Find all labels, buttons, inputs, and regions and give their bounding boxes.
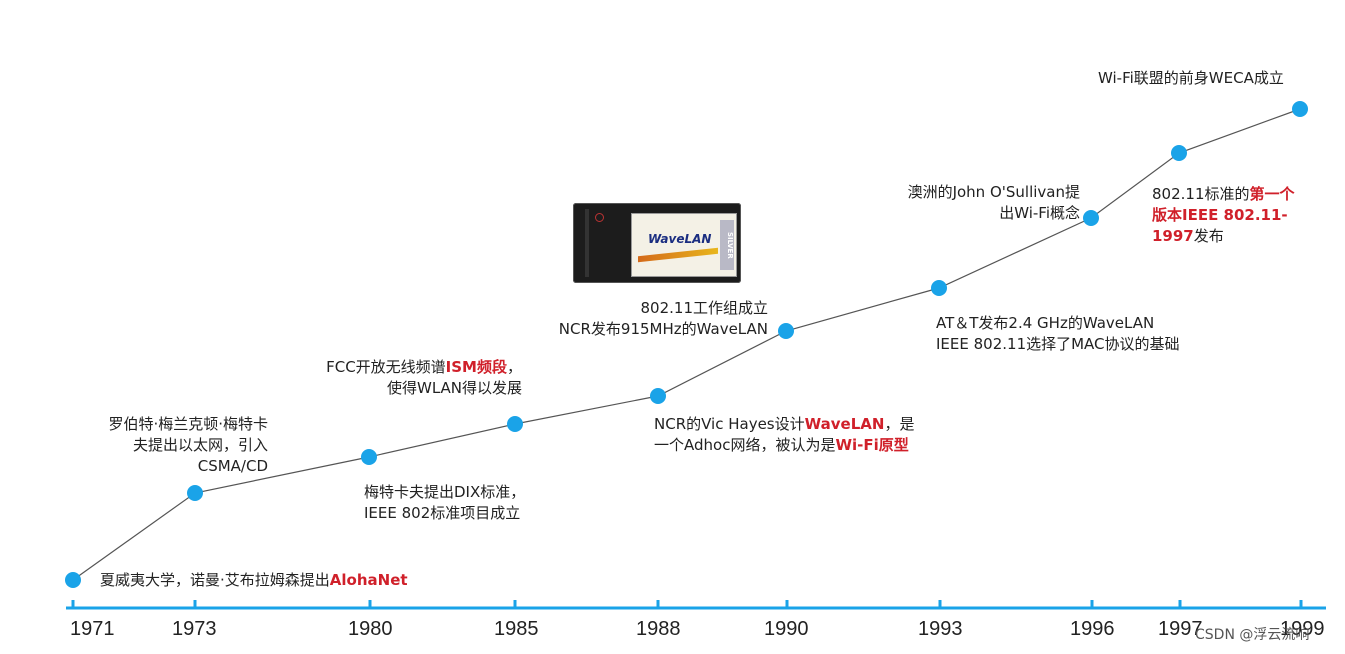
- milestone-node-1985: [507, 416, 523, 432]
- event-1985-line1: FCC开放无线频谱ISM频段，: [260, 357, 522, 378]
- event-1988-post: ，是: [884, 415, 915, 433]
- event-1973-line2: 夫提出以太网，引入: [132, 436, 268, 454]
- year-label-1997: 1997: [1158, 618, 1203, 640]
- year-label-1985: 1985: [494, 618, 539, 640]
- event-1988-line2-pre: 一个Adhoc网络，被认为是: [654, 436, 836, 454]
- event-1997-line1: 802.11标准的第一个: [1152, 184, 1295, 205]
- milestone-node-1997: [1171, 145, 1187, 161]
- trend-line: [72, 108, 1301, 581]
- event-1993-line1: AT＆T发布2.4 GHz的WaveLAN: [936, 314, 1155, 332]
- event-1997-line3: 1997发布: [1152, 226, 1295, 247]
- card-edge: [585, 209, 589, 277]
- event-1988-highlight: WaveLAN: [804, 415, 885, 433]
- card-label: WaveLAN SILVER: [631, 213, 737, 277]
- event-1985: FCC开放无线频谱ISM频段， 使得WLAN得以发展: [260, 357, 522, 399]
- card-stripe: [638, 247, 718, 263]
- event-1971: 夏威夷大学，诺曼·艾布拉姆森提出AlohaNet: [100, 570, 408, 591]
- milestone-node-1980: [361, 449, 377, 465]
- milestone-nodes: [65, 101, 1308, 588]
- year-label-1973: 1973: [172, 618, 217, 640]
- milestone-node-1988: [650, 388, 666, 404]
- event-1997-highlight3: 1997: [1152, 227, 1194, 245]
- year-label-1988: 1988: [636, 618, 681, 640]
- event-1988: NCR的Vic Hayes设计WaveLAN，是 一个Adhoc网络，被认为是W…: [654, 414, 914, 456]
- event-1990-line1: 802.11工作组成立: [640, 299, 769, 317]
- milestone-node-1973: [187, 485, 203, 501]
- event-1985-pre: FCC开放无线频谱: [326, 358, 446, 376]
- event-1973-line1: 罗伯特·梅兰克顿·梅特卡: [108, 415, 268, 433]
- year-label-1971: 1971: [70, 618, 115, 640]
- year-label-1999: 1999: [1280, 618, 1325, 640]
- event-1997-post: 发布: [1193, 227, 1224, 245]
- event-1996-line1: 澳洲的John O'Sullivan提: [907, 183, 1080, 201]
- event-1988-line2: 一个Adhoc网络，被认为是Wi-Fi原型: [654, 435, 914, 456]
- milestone-node-1971: [65, 572, 81, 588]
- event-1971-highlight: AlohaNet: [329, 571, 408, 589]
- milestone-node-1999: [1292, 101, 1308, 117]
- year-label-1996: 1996: [1070, 618, 1115, 640]
- event-1973: 罗伯特·梅兰克顿·梅特卡 夫提出以太网，引入 CSMA/CD: [64, 414, 268, 477]
- event-1999-text: Wi-Fi联盟的前身WECA成立: [1098, 69, 1284, 87]
- event-1985-post: ，: [506, 358, 522, 376]
- event-1980-line2: IEEE 802标准项目成立: [364, 504, 521, 522]
- event-1996: 澳洲的John O'Sullivan提 出Wi-Fi概念: [862, 182, 1080, 224]
- event-1999: Wi-Fi联盟的前身WECA成立: [1098, 68, 1284, 89]
- event-1997-highlight1: 第一个: [1249, 185, 1295, 203]
- milestone-node-1993: [931, 280, 947, 296]
- event-1996-line2: 出Wi-Fi概念: [999, 204, 1080, 222]
- event-1990-line2: NCR发布915MHz的WaveLAN: [558, 320, 768, 338]
- event-1980-line1: 梅特卡夫提出DIX标准，: [364, 483, 526, 501]
- card-brand-logo: WaveLAN: [648, 232, 712, 246]
- wavelan-card-image: WaveLAN SILVER: [573, 203, 741, 283]
- trend-polyline: [72, 108, 1301, 581]
- event-1997-pre: 802.11标准的: [1152, 185, 1250, 203]
- event-1997-highlight2: 版本IEEE 802.11-: [1152, 206, 1288, 224]
- event-1988-line1: NCR的Vic Hayes设计WaveLAN，是: [654, 414, 914, 435]
- event-1971-text: 夏威夷大学，诺曼·艾布拉姆森提出: [100, 571, 330, 589]
- event-1993-line2: IEEE 802.11选择了MAC协议的基础: [936, 335, 1180, 353]
- event-1993: AT＆T发布2.4 GHz的WaveLAN IEEE 802.11选择了MAC协…: [936, 313, 1180, 355]
- event-1990: 802.11工作组成立 NCR发布915MHz的WaveLAN: [500, 298, 768, 340]
- event-1985-highlight: ISM频段: [445, 358, 507, 376]
- year-label-1993: 1993: [918, 618, 963, 640]
- event-1988-line2-highlight: Wi-Fi原型: [835, 436, 909, 454]
- event-1985-line2: 使得WLAN得以发展: [386, 379, 522, 397]
- watermark: CSDN @浮云流响: [1195, 627, 1310, 643]
- milestone-node-1990: [778, 323, 794, 339]
- event-1988-pre: NCR的Vic Hayes设计: [654, 415, 805, 433]
- year-label-1990: 1990: [764, 618, 809, 640]
- milestone-node-1996: [1083, 210, 1099, 226]
- card-side-label: SILVER: [720, 220, 734, 270]
- event-1980: 梅特卡夫提出DIX标准， IEEE 802标准项目成立: [364, 482, 525, 524]
- year-label-1980: 1980: [348, 618, 393, 640]
- event-1997: 802.11标准的第一个 版本IEEE 802.11- 1997发布: [1152, 184, 1295, 247]
- event-1973-line3: CSMA/CD: [197, 457, 268, 475]
- card-led-icon: [595, 213, 604, 222]
- time-axis: [66, 600, 1326, 610]
